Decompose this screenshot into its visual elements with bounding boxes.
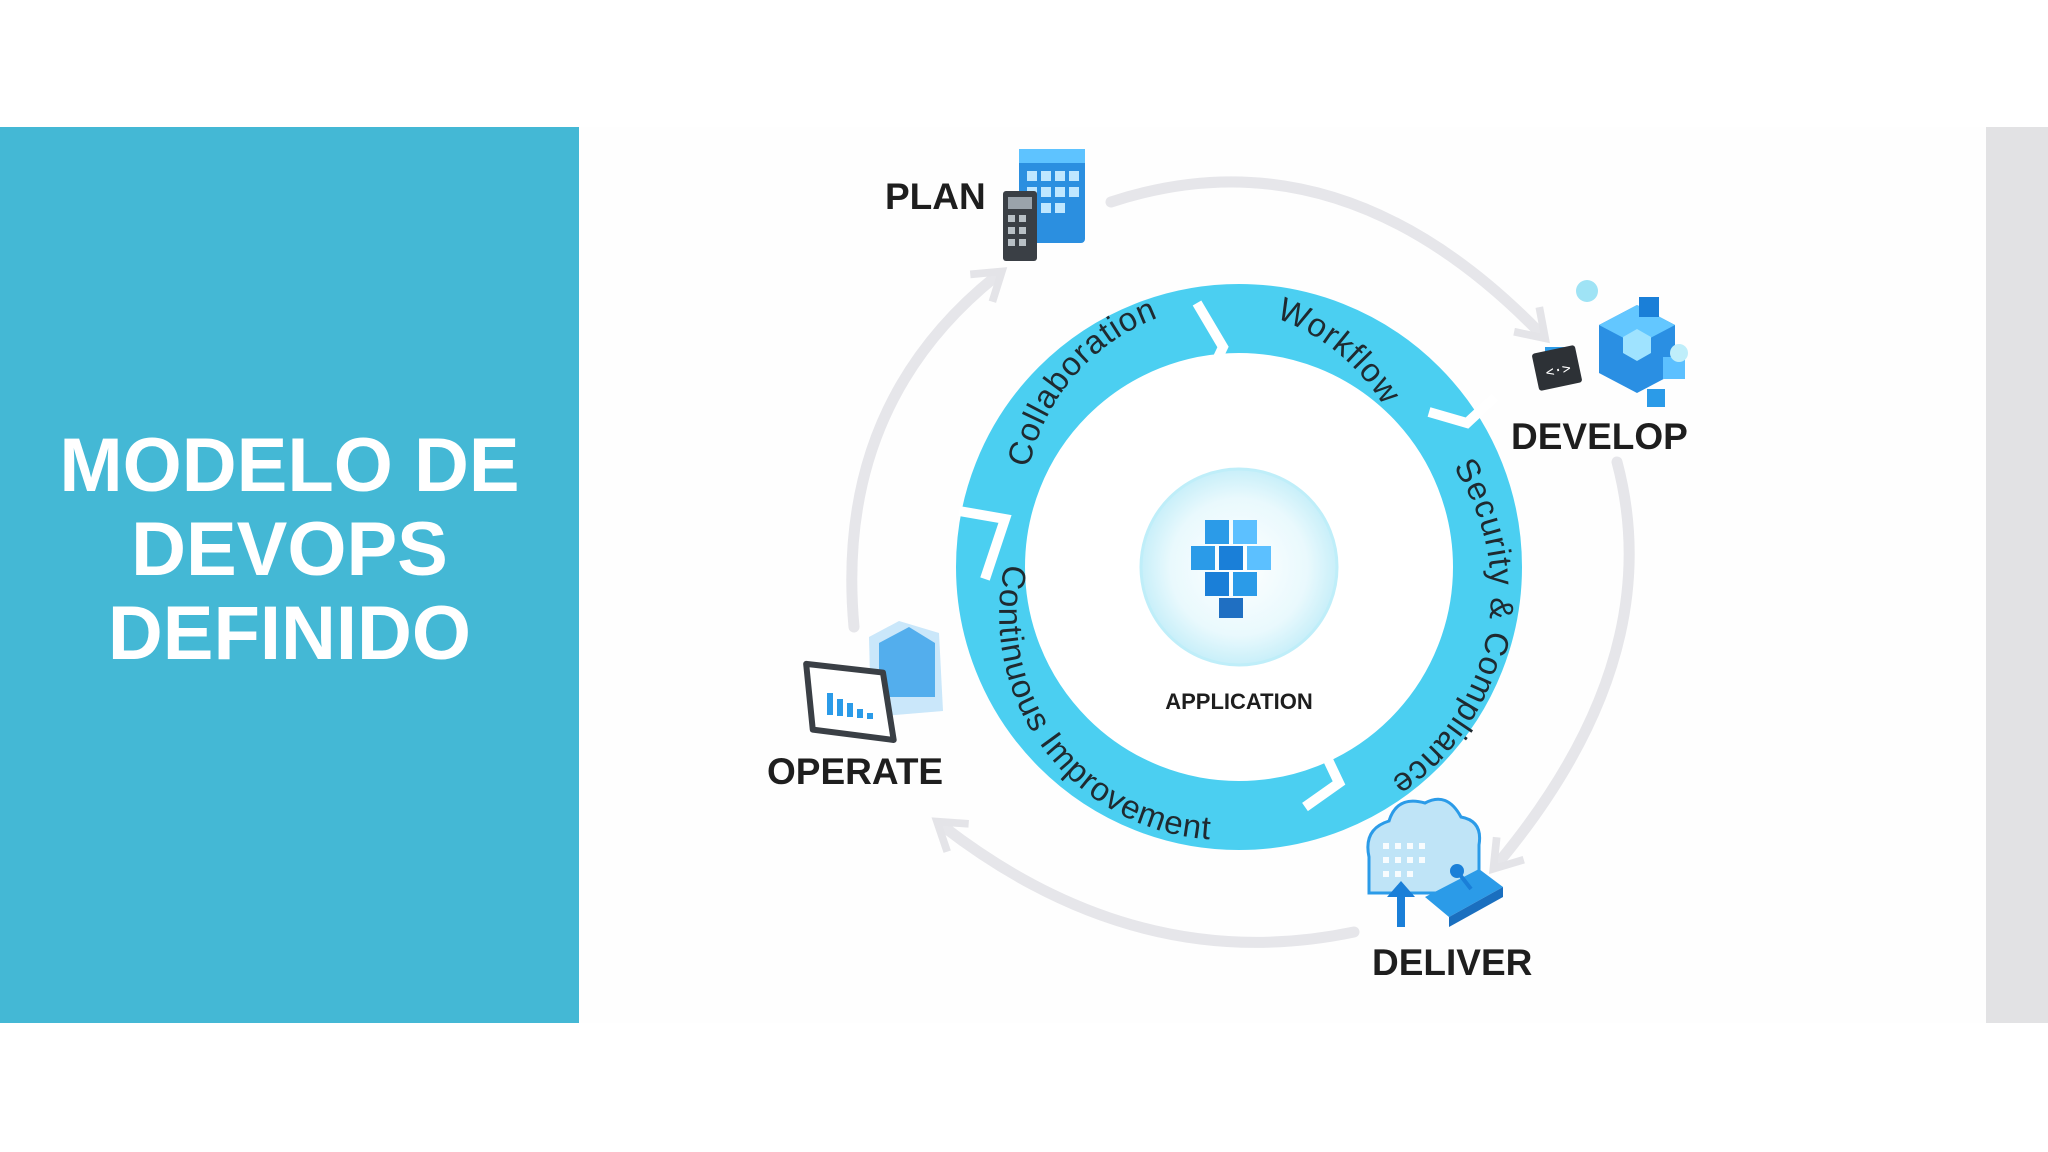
stage-develop: <·> DEVELOP (1511, 280, 1688, 457)
outer-cycle-arrows (846, 176, 1635, 948)
arrow-develop-to-deliver (1488, 456, 1635, 875)
arrow-plan-to-develop (1105, 176, 1550, 344)
arrow-operate-to-plan (846, 267, 1008, 633)
stage-deliver: DELIVER (1366, 797, 1532, 983)
right-side-strip (1986, 127, 2048, 1023)
stage-plan: PLAN (885, 149, 1085, 261)
application-center: APPLICATION (1139, 467, 1339, 714)
svg-text:<·>: <·> (1544, 360, 1572, 381)
stage-label-operate: OPERATE (767, 751, 943, 792)
title-panel: MODELO DE DEVOPS DEFINIDO (0, 127, 579, 1023)
devops-cycle-svg: Collaboration Workflow Security & Compli… (767, 149, 1688, 983)
title-line-1: MODELO DE (59, 423, 520, 508)
stage-operate: OPERATE (767, 621, 943, 792)
cloud-deploy-icon (1366, 797, 1503, 927)
arrow-deliver-to-operate (931, 817, 1360, 948)
stage-label-plan: PLAN (885, 176, 986, 217)
slide-title: MODELO DE DEVOPS DEFINIDO (59, 424, 519, 676)
title-line-2: DEVOPS (131, 507, 448, 592)
stage-label-develop: DEVELOP (1511, 416, 1688, 457)
stage-label-deliver: DELIVER (1372, 942, 1532, 983)
title-line-3: DEFINIDO (107, 591, 472, 676)
monitor-chart-icon (803, 621, 943, 743)
code-cubes-icon: <·> (1532, 280, 1688, 407)
devops-diagram: Collaboration Workflow Security & Compli… (579, 127, 1986, 1023)
calendar-calculator-icon (1003, 149, 1085, 261)
application-label: APPLICATION (1165, 689, 1312, 714)
application-cubes-icon (1191, 520, 1271, 618)
